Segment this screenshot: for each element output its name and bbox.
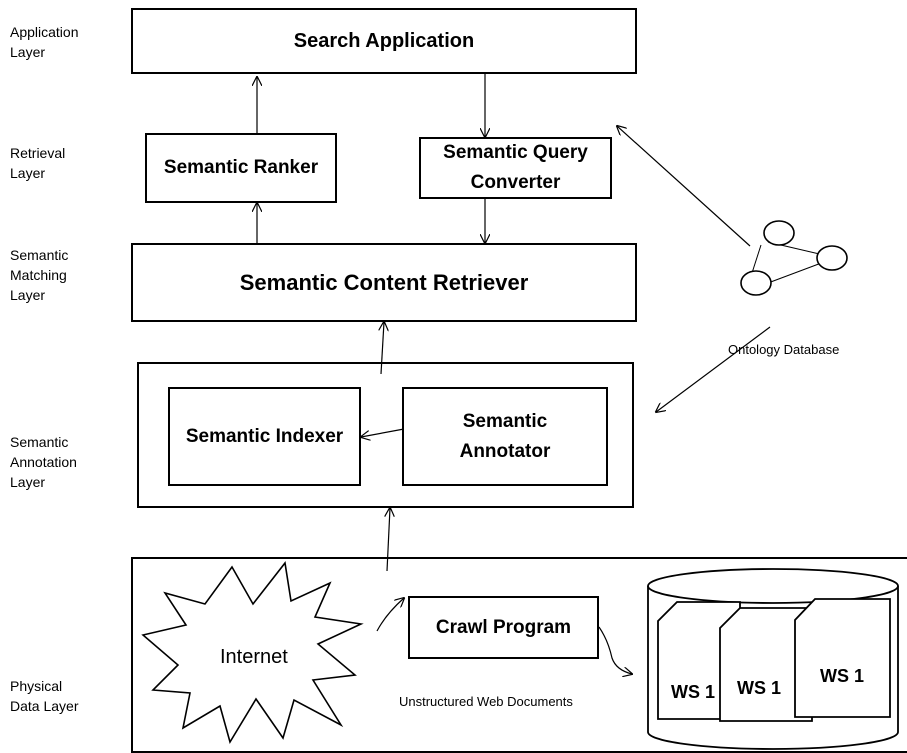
- arrow-ontology-to-query: [617, 126, 751, 247]
- layer-label-annotation: Semantic Annotation Layer: [10, 434, 77, 490]
- layer-label-application: Application Layer: [10, 24, 79, 60]
- arrow-ontology-to-annotation: [656, 326, 771, 412]
- semantic-content-retriever-label: Semantic Content Retriever: [239, 269, 529, 295]
- semantic-indexer-box: Semantic Indexer: [168, 387, 361, 486]
- ws-label-1: WS 1: [671, 682, 716, 702]
- crawl-program-box: Crawl Program: [408, 596, 599, 659]
- unstructured-docs-label: Unstructured Web Documents: [399, 694, 573, 709]
- arrow-physical-to-annotation: [387, 508, 390, 572]
- semantic-content-retriever-box: Semantic Content Retriever: [131, 243, 637, 322]
- semantic-ranker-box: Semantic Ranker: [145, 133, 337, 203]
- ontology-database-label: Ontology Database: [728, 342, 840, 357]
- semantic-indexer-label: Semantic Indexer: [185, 425, 344, 447]
- internet-label: Internet: [220, 646, 288, 668]
- layer-label-physical: Physical Data Layer: [10, 678, 79, 714]
- arrow-crawl-to-storage: [598, 626, 632, 674]
- semantic-annotation-container: [137, 362, 634, 508]
- physical-data-container: [131, 557, 907, 753]
- arrow-internet-to-crawl: [376, 598, 404, 632]
- ws-label-3: WS 1: [820, 666, 865, 686]
- arrow-annotation-to-retriever: [381, 322, 384, 375]
- search-application-label: Search Application: [293, 30, 475, 52]
- search-application-box: Search Application: [131, 8, 637, 74]
- semantic-query-converter-box: Semantic Query Converter: [419, 137, 612, 199]
- ws-label-2: WS 1: [737, 678, 782, 698]
- ontology-graph-icon: [740, 220, 848, 296]
- ws-document-3: [794, 598, 891, 718]
- crawl-program-label: Crawl Program: [435, 616, 572, 638]
- semantic-query-converter-label: Semantic Query Converter: [443, 142, 588, 193]
- internet-starburst-shape: [141, 561, 364, 745]
- semantic-ranker-label: Semantic Ranker: [163, 157, 319, 178]
- layer-label-retrieval: Retrieval Layer: [10, 145, 66, 181]
- layer-label-matching: Semantic Matching Layer: [10, 247, 69, 303]
- semantic-annotator-box: Semantic Annotator: [402, 387, 608, 486]
- semantic-annotator-label: Semantic Annotator: [459, 410, 551, 462]
- arrow-annotator-to-indexer: [361, 428, 405, 437]
